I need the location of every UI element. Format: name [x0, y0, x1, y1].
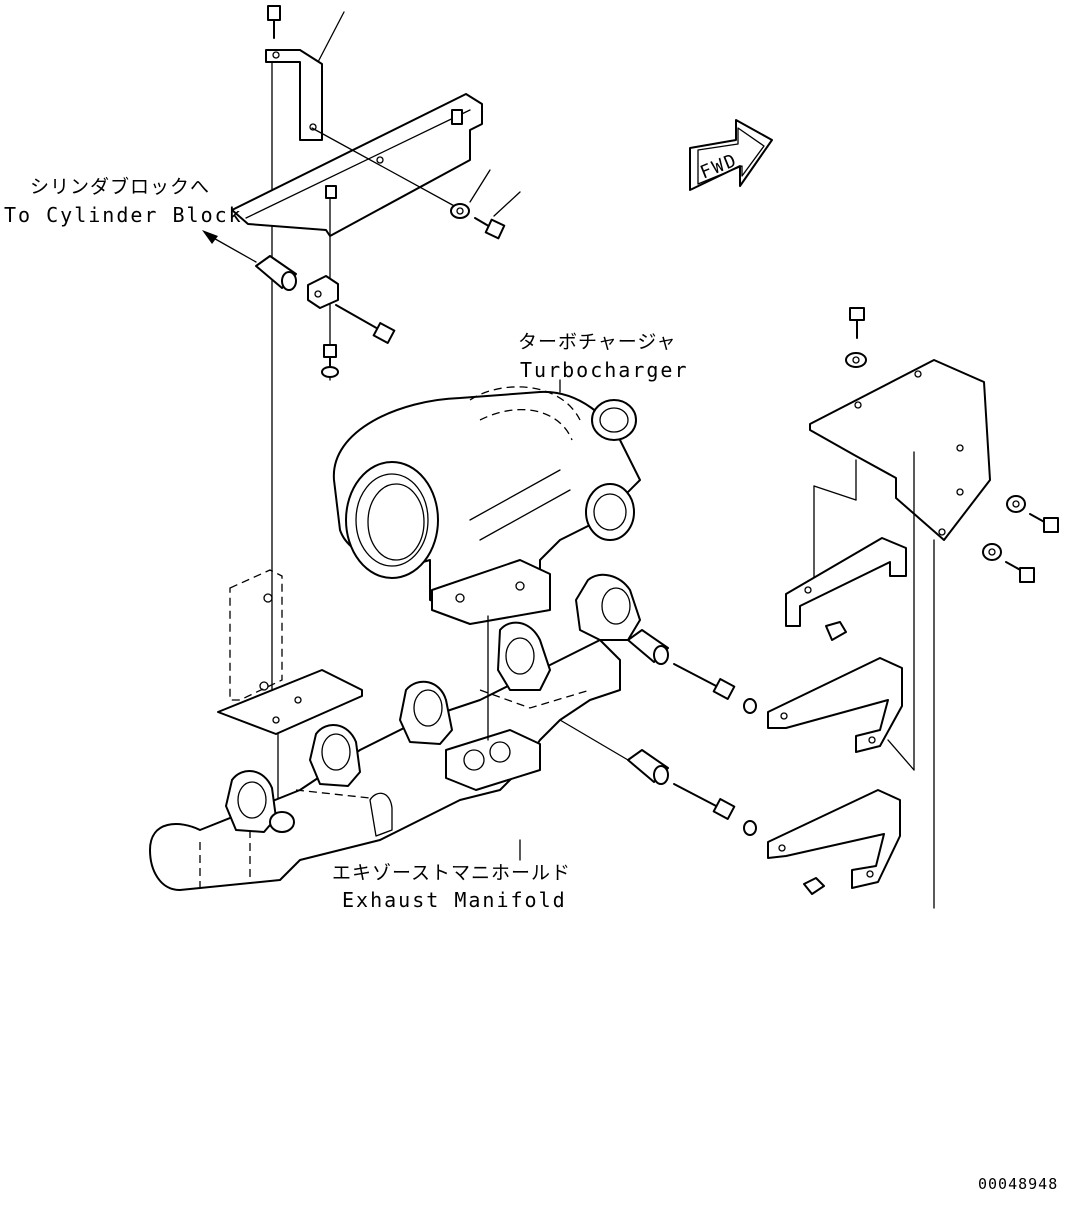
top-bolt: [267, 5, 345, 63]
shield-washer-bolt: [450, 169, 521, 240]
cylinder-block-label-jp: シリンダブロックへ: [30, 176, 211, 198]
middle-bracket: [767, 657, 915, 771]
exhaust-manifold-label-jp: エキゾーストマニホールド: [332, 862, 572, 884]
lower-bracket: [767, 789, 901, 895]
fwd-arrow: [689, 119, 773, 191]
side-bolts-washers: [982, 495, 1059, 583]
right-mounting-plate: [809, 359, 991, 909]
upper-support-bracket: [265, 49, 323, 141]
exhaust-manifold-label-en: Exhaust Manifold: [342, 888, 567, 912]
turbocharger-label-en: Turbocharger: [520, 358, 689, 382]
left-lower-bracket: [217, 569, 363, 735]
heat-shield: [231, 93, 483, 237]
turbocharger: [332, 386, 641, 625]
turbocharger-label-jp: ターボチャージャ: [518, 331, 677, 353]
cylinder-block-label-en: To Cylinder Block: [4, 203, 243, 227]
plate-bolt-washer: [845, 307, 867, 368]
manifold-studs: [559, 629, 757, 836]
clamp-bolts: [307, 185, 396, 381]
exhaust-manifold: [149, 573, 641, 891]
label-leaders: [519, 379, 561, 861]
document-number: 00048948: [978, 1175, 1059, 1193]
upper-bracket: [785, 537, 907, 641]
spacer-sleeve: [202, 230, 297, 291]
